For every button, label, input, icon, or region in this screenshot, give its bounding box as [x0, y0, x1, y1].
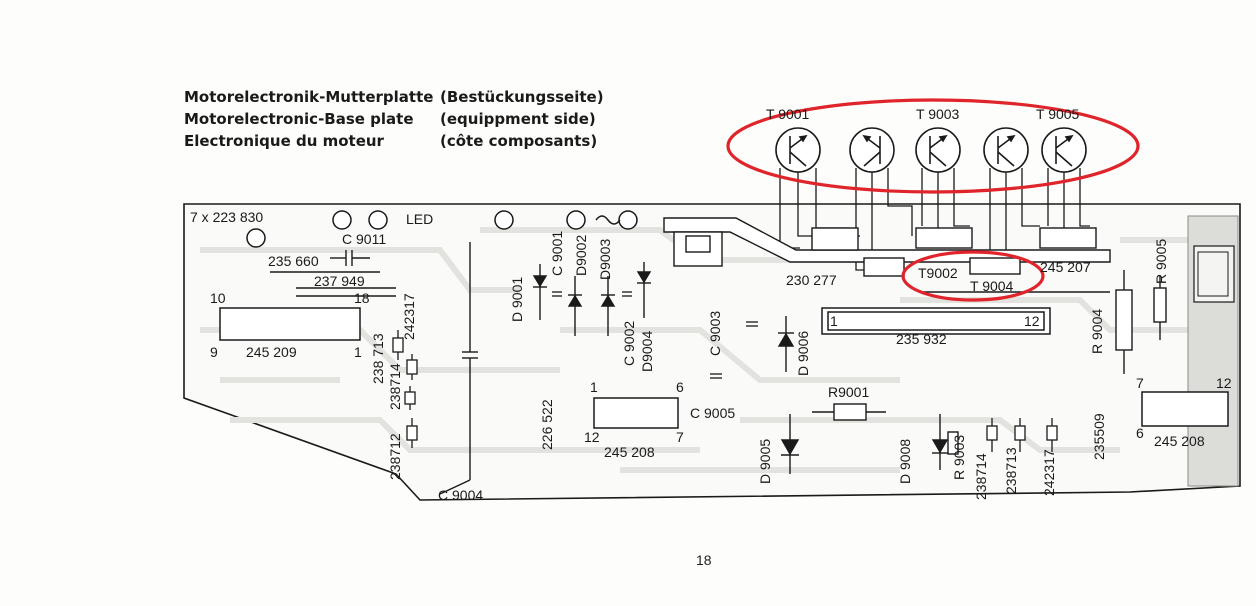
small-caps-c9001-c9002	[552, 291, 758, 379]
label-d9003: D9003	[597, 239, 613, 280]
label-pin-7-right: 7	[1136, 375, 1144, 391]
label-c9004: C 9004	[438, 487, 483, 503]
transistor-t9005	[1041, 127, 1087, 173]
transistor-t9002	[849, 127, 895, 173]
label-pin-12-right: 12	[1216, 375, 1232, 391]
label-pin-10: 10	[210, 290, 226, 306]
board-outline	[183, 203, 1241, 501]
label-238712: 238712	[387, 433, 403, 480]
label-235660: 235 660	[268, 253, 319, 269]
label-242317-left: 242317	[401, 293, 417, 340]
label-237949: 237 949	[314, 273, 365, 289]
caption-title-fr: Electronique du moteur	[184, 132, 384, 150]
label-pin-1-b: 1	[590, 379, 598, 395]
label-c9011: C 9011	[342, 231, 386, 247]
caption-title-de: Motorelectronik-Mutterplatte	[184, 88, 434, 106]
label-d9001: D 9001	[509, 277, 525, 322]
label-d9002: D9002	[573, 235, 589, 276]
resistor-row-bottom	[986, 418, 1058, 452]
label-d9005: D 9005	[757, 439, 773, 484]
label-pin-9: 9	[210, 344, 218, 360]
transistor-t9001	[775, 127, 821, 173]
diode-row	[532, 262, 652, 336]
label-c9005: C 9005	[690, 405, 735, 421]
label-pin-6-right: 6	[1136, 425, 1144, 441]
label-230277: 230 277	[786, 272, 837, 288]
label-t9003: T 9003	[916, 106, 960, 122]
caption-side-block: (Bestückungsseite) (equippment side) (cô…	[440, 86, 604, 152]
edge-connector	[1187, 215, 1239, 487]
label-pin-12: 12	[584, 429, 600, 445]
label-238714-left: 238714	[387, 363, 403, 410]
label-r9004: R 9004	[1089, 309, 1105, 354]
label-pin-18: 18	[354, 290, 370, 306]
ic-245208	[593, 397, 679, 429]
label-d9008: D 9008	[897, 439, 913, 484]
label-245208: 245 208	[604, 444, 655, 460]
diode-d9008	[931, 414, 959, 470]
capacitor-c9004	[439, 242, 478, 495]
transistor-t9004	[983, 127, 1029, 173]
label-pin-6: 6	[676, 379, 684, 395]
label-r9001: R9001	[828, 384, 869, 400]
label-r9005: R 9005	[1153, 239, 1169, 284]
label-t9005: T 9005	[1036, 106, 1080, 122]
label-245207: 245 207	[1040, 259, 1091, 275]
label-242317-right: 242317	[1041, 449, 1057, 496]
capacitor-c9011	[330, 250, 370, 266]
label-238714-right: 238714	[973, 453, 989, 500]
caption-side-de: (Bestückungsseite)	[440, 88, 604, 106]
label-led: LED	[406, 211, 433, 227]
component-labels: T 9001 T 9003 T 9005 T9002 T 9004 7 x 22…	[190, 106, 1232, 503]
label-d9004: D9004	[639, 331, 655, 372]
label-pin-7: 7	[676, 429, 684, 445]
label-r9003: R 9003	[951, 435, 967, 480]
caption-side-fr: (côte composants)	[440, 132, 598, 150]
caption-side-en: (equippment side)	[440, 110, 596, 128]
transistor-t9003	[915, 127, 961, 173]
resistors-r9004-r9005	[1115, 270, 1167, 374]
connector-235932	[821, 307, 1051, 335]
label-connector-pin-1: 1	[830, 313, 838, 329]
resistor-column-left	[392, 330, 418, 448]
label-connector-pin-12: 12	[1024, 313, 1040, 329]
led-holes	[246, 210, 638, 248]
page-number: 18	[696, 552, 712, 568]
label-t9002: T9002	[918, 265, 958, 281]
resistor-r9001	[812, 403, 886, 421]
label-226522: 226 522	[539, 399, 555, 450]
label-t9004: T 9004	[970, 278, 1014, 294]
highlight-annotations	[726, 98, 1140, 302]
label-245209: 245 209	[246, 344, 297, 360]
caption-title-en: Motorelectronic-Base plate	[184, 110, 414, 128]
highlight-ellipse-transistors	[726, 98, 1140, 194]
ic-245208-right	[1141, 391, 1229, 427]
block-230277-heatsink	[673, 231, 723, 267]
diodes-d9006-d9005	[777, 316, 800, 474]
label-238713: 238 713	[370, 333, 386, 384]
label-235509: 235509	[1091, 413, 1107, 460]
label-t9001: T 9001	[766, 106, 810, 122]
label-238713-right: 238713	[1003, 447, 1019, 494]
label-235932: 235 932	[896, 331, 947, 347]
part-237949-lines	[270, 271, 396, 297]
label-c9001: C 9001	[549, 231, 565, 276]
highlight-ellipse-t9002-t9004	[901, 250, 1045, 302]
ic-245209	[219, 307, 361, 341]
label-223830: 7 x 223 830	[190, 209, 263, 225]
transistor-group	[775, 127, 1087, 173]
label-245208-right: 245 208	[1154, 433, 1205, 449]
label-d9006: D 9006	[795, 331, 811, 376]
label-c9003: C 9003	[707, 311, 723, 356]
caption-title-block: Motorelectronik-Mutterplatte Motorelectr…	[184, 86, 433, 152]
label-c9002: C 9002	[621, 321, 637, 366]
label-pin-1: 1	[354, 344, 362, 360]
